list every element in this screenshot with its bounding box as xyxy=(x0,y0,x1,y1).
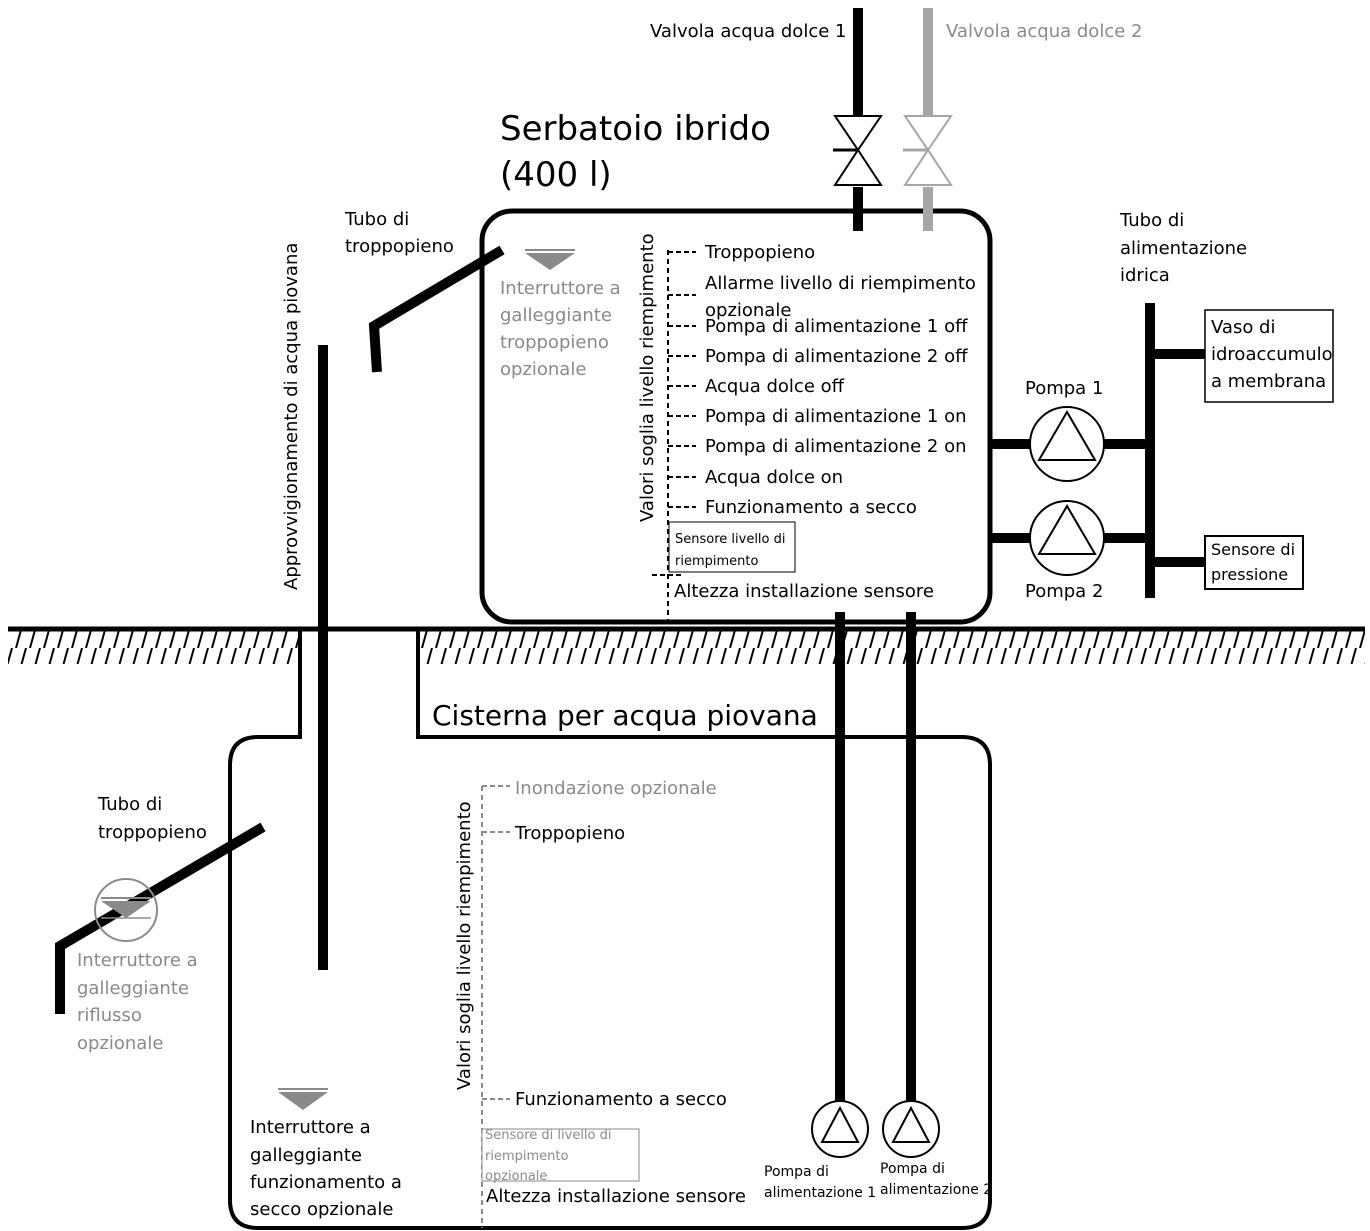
tank-thresholds-title: Valori soglia livello riempimento xyxy=(637,233,658,522)
pressure-sensor-label-2: pressione xyxy=(1211,565,1288,584)
cistern-threshold-scale xyxy=(481,785,510,1228)
cistern-threshold-flooding: Inondazione opzionale xyxy=(515,778,717,799)
cistern-sensor-label-1: Sensore di livello di xyxy=(485,1128,612,1143)
pressure-sensor-box xyxy=(1204,535,1304,590)
dry-run-switch-label-4: secco opzionale xyxy=(250,1199,393,1220)
tank-sensor-box xyxy=(668,521,796,573)
tank-threshold-alarm-optional: opzionale xyxy=(705,300,791,321)
tank-threshold-pump2-on: Pompa di alimentazione 2 on xyxy=(705,436,966,457)
tank-float-switch-label-4: opzionale xyxy=(500,359,586,380)
tank-threshold-pump2-off: Pompa di alimentazione 2 off xyxy=(705,346,968,367)
supply-pipe-label-1: Tubo di xyxy=(1119,210,1184,231)
tank-float-switch-label-1: Interruttore a xyxy=(500,278,621,299)
cistern-sensor-box xyxy=(481,1128,640,1182)
dry-run-switch-label-2: galleggiante xyxy=(250,1145,362,1166)
tank-threshold-fresh-on: Acqua dolce on xyxy=(705,467,843,488)
cistern-sensor-height: Altezza installazione sensore xyxy=(486,1186,746,1207)
tank-overflow-label-2: troppopieno xyxy=(345,236,454,257)
backflow-float-switch-icon xyxy=(94,878,158,942)
hybrid-tank: Serbatoio ibrido (400 l) xyxy=(479,109,993,625)
membrane-vessel-label-1: Vaso di xyxy=(1211,317,1276,338)
cistern-overflow-label-2: troppopieno xyxy=(98,822,207,843)
cistern-overflow-pipe xyxy=(55,822,266,1014)
backflow-switch-label-4: opzionale xyxy=(77,1033,163,1054)
rainwater-cistern xyxy=(228,629,992,1230)
feed-pump-1-icon xyxy=(811,1100,869,1158)
tank-overflow-label-1: Tubo di xyxy=(344,209,409,230)
dry-run-float-switch-icon xyxy=(278,1088,328,1110)
tank-threshold-alarm: Allarme livello di riempimento xyxy=(705,273,976,294)
cistern-threshold-overflow: Troppopieno xyxy=(514,823,625,844)
tank-sensor-height: Altezza installazione sensore xyxy=(674,581,934,602)
valve-1-label: Valvola acqua dolce 1 xyxy=(650,21,846,42)
supply-pipe-label-2: alimentazione xyxy=(1120,238,1247,259)
supply-pipe xyxy=(1145,303,1205,598)
dry-run-switch-label-1: Interruttore a xyxy=(250,1117,371,1138)
fresh-water-valve-1 xyxy=(833,8,883,231)
pump-2-icon xyxy=(992,500,1150,576)
backflow-switch-label-3: riflusso xyxy=(77,1005,142,1026)
membrane-vessel-box xyxy=(1204,309,1334,403)
feed-pump-2-label-1: Pompa di xyxy=(880,1161,945,1177)
feed-pump-1-label-1: Pompa di xyxy=(764,1164,829,1180)
dry-run-switch-label-3: funzionamento a xyxy=(250,1172,402,1193)
cistern-title: Cisterna per acqua piovana xyxy=(432,699,818,732)
feed-pump-2-label-2: alimentazione 2 xyxy=(880,1182,992,1198)
tank-float-switch-icon xyxy=(525,249,575,270)
pump-2-label: Pompa 2 xyxy=(1025,581,1103,602)
cistern-thresholds-title: Valori soglia livello riempimento xyxy=(454,801,475,1090)
hybrid-tank-capacity: (400 l) xyxy=(500,155,612,195)
supply-pipe-label-3: idrica xyxy=(1120,265,1170,286)
ground xyxy=(8,626,1365,664)
rainwater-supply-label: Approvvigionamento di acqua piovana xyxy=(281,243,302,590)
pump-1-label: Pompa 1 xyxy=(1025,378,1103,399)
backflow-switch-label-2: galleggiante xyxy=(77,978,189,999)
tank-threshold-pump1-on: Pompa di alimentazione 1 on xyxy=(705,406,966,427)
tank-threshold-dry-run: Funzionamento a secco xyxy=(705,497,917,518)
cistern-overflow-label-1: Tubo di xyxy=(97,794,162,815)
cistern-sensor-label-2: riempimento xyxy=(485,1149,568,1164)
cistern-sensor-label-3: opzionale xyxy=(485,1169,547,1184)
membrane-vessel-label-2: idroaccumulo xyxy=(1211,344,1333,365)
tank-sensor-label-1: Sensore livello di xyxy=(675,532,786,547)
tank-threshold-scale xyxy=(652,250,696,620)
cistern-threshold-dry-run: Funzionamento a secco xyxy=(515,1089,727,1110)
hybrid-tank-title: Serbatoio ibrido xyxy=(500,109,771,149)
tank-threshold-pump1-off: Pompa di alimentazione 1 off xyxy=(705,316,968,337)
pump-1-icon xyxy=(992,406,1150,482)
tank-overflow-pipe xyxy=(368,245,505,373)
tank-threshold-overflow: Troppopieno xyxy=(704,242,815,263)
tank-threshold-fresh-off: Acqua dolce off xyxy=(705,376,845,397)
backflow-switch-label-1: Interruttore a xyxy=(77,950,198,971)
feed-pump-1-label-2: alimentazione 1 xyxy=(764,1185,876,1201)
tank-float-switch-label-3: troppopieno xyxy=(500,332,609,353)
tank-sensor-label-2: riempimento xyxy=(675,554,758,569)
membrane-vessel-label-3: a membrana xyxy=(1211,371,1326,392)
tank-float-switch-label-2: galleggiante xyxy=(500,305,612,326)
pressure-sensor-label-1: Sensore di xyxy=(1211,540,1295,559)
valve-2-label: Valvola acqua dolce 2 xyxy=(946,21,1142,42)
fresh-water-valve-2 xyxy=(903,8,953,231)
feed-pump-2-icon xyxy=(882,1100,940,1158)
